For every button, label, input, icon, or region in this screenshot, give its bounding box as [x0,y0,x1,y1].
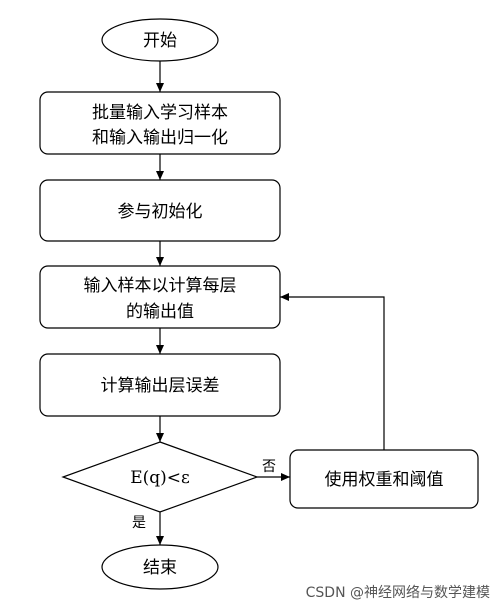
end-node: 结束 [101,544,219,590]
no-label: 否 [262,459,276,475]
end-label: 结束 [143,558,177,578]
start-node: 开始 [101,18,219,62]
init-step: 参与初始化 [39,179,281,242]
decision-label: E(q)<ε [130,468,190,488]
update-weights-label: 使用权重和阈值 [325,469,444,490]
input-normalize-line1: 批量输入学习样本 [92,103,228,123]
update-weights-step: 使用权重和阈值 [289,449,479,509]
compute-output-line2: 的输出值 [126,302,194,322]
start-label: 开始 [143,31,177,51]
yes-label: 是 [132,515,146,531]
init-label: 参与初始化 [118,202,203,222]
watermark-text: CSDN @神经网络与数学建模 [306,585,490,601]
compute-output-step: 输入样本以计算每层 的输出值 [39,265,281,329]
error-label: 计算输出层误差 [101,376,220,396]
input-normalize-step: 批量输入学习样本 和输入输出归一化 [39,91,281,155]
error-step: 计算输出层误差 [39,353,281,417]
decision-node: E(q)<ε [61,441,259,513]
feedback-loop-arrow [280,293,385,450]
compute-output-line1: 输入样本以计算每层 [84,276,237,296]
input-normalize-line2: 和输入输出归一化 [92,128,228,148]
